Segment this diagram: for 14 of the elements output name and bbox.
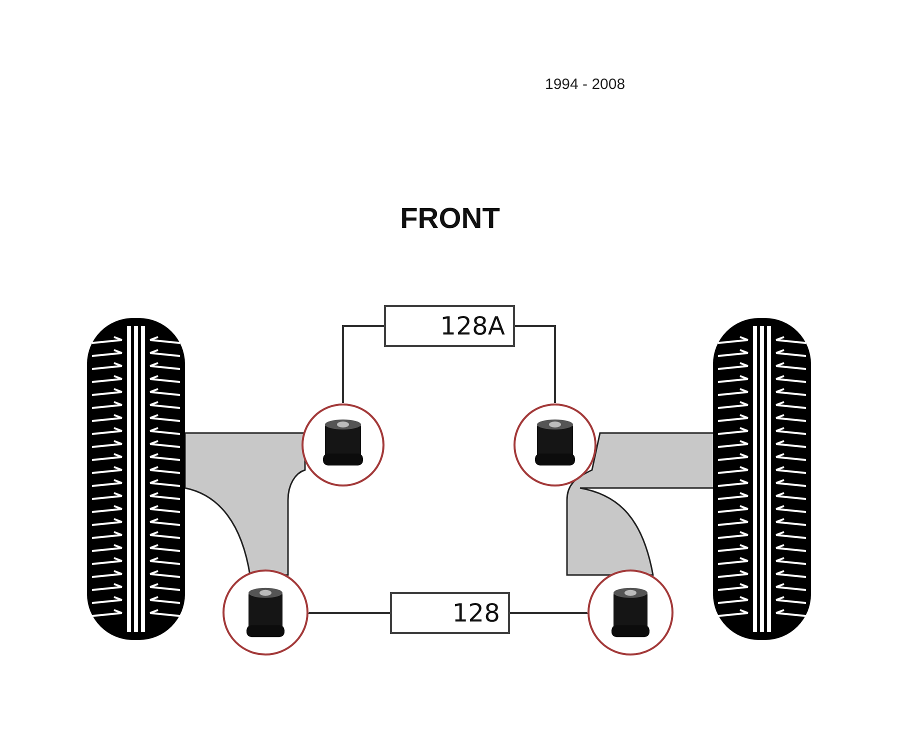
label-box: [384, 305, 515, 347]
title: FRONT: [399, 203, 501, 236]
label-box: [390, 592, 510, 634]
connector-line: [342, 325, 384, 403]
year-range: 1994 - 2008: [545, 76, 626, 93]
bushing-picture: [587, 569, 674, 656]
connector-line: [515, 325, 556, 403]
bushing-picture: [513, 403, 597, 487]
bushing-picture: [222, 569, 309, 656]
part-number: 128: [452, 598, 500, 628]
connector-line: [308, 612, 390, 614]
part-number: 128A: [440, 312, 505, 340]
connector-line: [510, 612, 588, 614]
bushing-picture: [301, 403, 385, 487]
